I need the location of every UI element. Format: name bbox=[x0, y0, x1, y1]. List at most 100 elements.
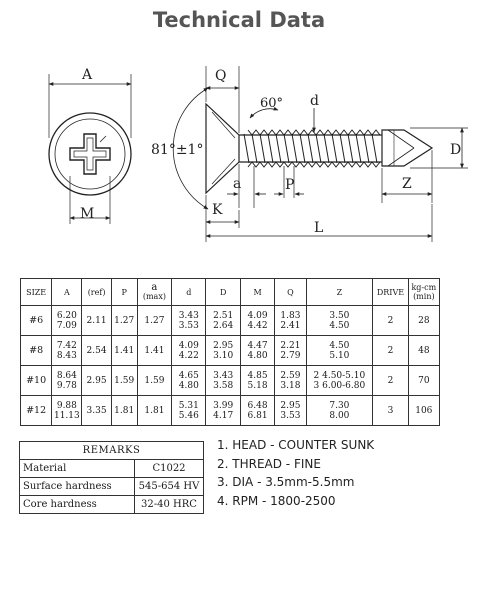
remarks-table: REMARKS Material C1022 Surface hardness … bbox=[19, 441, 204, 514]
cell-torque: 106 bbox=[407, 395, 441, 426]
cell-A-max: 8.43 bbox=[56, 350, 77, 361]
remarks-row-material: Material C1022 bbox=[19, 459, 204, 478]
spec-table-header: SIZE A (ref) P a (max) d D M Q Z DRIVE k… bbox=[19, 278, 441, 306]
cell-A-min: 7.42 bbox=[56, 340, 77, 351]
col-torque-sub: (min) bbox=[413, 292, 435, 301]
spec-table: SIZE A (ref) P a (max) d D M Q Z DRIVE k… bbox=[19, 278, 441, 426]
remarks-header: REMARKS bbox=[19, 441, 204, 460]
cell-ref: 2.95 bbox=[81, 365, 112, 396]
cell-Q-max: 3.53 bbox=[280, 410, 301, 421]
cell-D-max: 3.10 bbox=[213, 350, 234, 361]
cell-D-min: 2.95 bbox=[213, 340, 234, 351]
col-a-diameter: A bbox=[51, 278, 83, 306]
cell-d-min: 4.09 bbox=[178, 340, 199, 351]
col-torque: kg-cm (min) bbox=[407, 278, 441, 306]
cell-Z-min: 3.50 bbox=[329, 310, 350, 321]
col-Z: Z bbox=[305, 278, 374, 306]
remarks-row-surface-hardness: Surface hardness 545-654 HV bbox=[19, 477, 204, 496]
note-diameter: 3. DIA - 3.5mm-5.5mm bbox=[217, 475, 355, 490]
remarks-value: 545-654 HV bbox=[134, 477, 204, 496]
col-M: M bbox=[239, 278, 276, 306]
remarks-label: Core hardness bbox=[19, 495, 135, 514]
remarks-label: Material bbox=[19, 459, 135, 478]
cell-A-min: 9.88 bbox=[56, 400, 77, 411]
cell-d-max: 5.46 bbox=[178, 410, 199, 421]
head-angle-label: 81°±1° bbox=[151, 142, 203, 158]
cell-M-min: 4.85 bbox=[247, 370, 268, 381]
cell-P: 1.27 bbox=[110, 305, 138, 336]
note-rpm: 4. RPM - 1800-2500 bbox=[217, 494, 336, 509]
cell-drive: 3 bbox=[372, 395, 409, 426]
cell-D-min: 3.43 bbox=[213, 370, 234, 381]
cell-torque: 48 bbox=[407, 335, 441, 366]
cell-ref: 2.54 bbox=[81, 335, 112, 366]
col-ref: (ref) bbox=[81, 278, 112, 306]
cell-torque: 70 bbox=[407, 365, 441, 396]
dim-label-a: a bbox=[233, 176, 241, 192]
tip-angle-label: 60° bbox=[260, 96, 283, 111]
cell-a: 1.27 bbox=[136, 305, 173, 336]
cell-M-max: 5.18 bbox=[247, 380, 268, 391]
cell-Z-min: 4.50 bbox=[329, 340, 350, 351]
cell-ref: 2.11 bbox=[81, 305, 112, 336]
col-pitch: P bbox=[110, 278, 138, 306]
cell-Q-min: 2.59 bbox=[280, 370, 301, 381]
cell-Z-drive2: 2 4.50-5.10 bbox=[313, 370, 366, 381]
cell-M-min: 4.09 bbox=[247, 310, 268, 321]
screw-technical-drawing: A M 81°±1° Q 60° d D bbox=[48, 66, 468, 242]
cell-size: #12 bbox=[19, 395, 53, 426]
cell-drive: 2 bbox=[372, 365, 409, 396]
head-angle-arc bbox=[172, 87, 209, 210]
col-D: D bbox=[205, 278, 241, 306]
remarks-value: C1022 bbox=[134, 459, 204, 478]
col-d: d bbox=[171, 278, 207, 306]
dim-label-D: D bbox=[450, 142, 461, 158]
remarks-header-row: REMARKS bbox=[19, 441, 204, 460]
dim-label-K: K bbox=[212, 202, 223, 218]
cell-Z-drive3: 3 6.00-6.80 bbox=[313, 380, 366, 391]
cell-Z-max: 4.50 bbox=[329, 320, 350, 331]
cell-size: #10 bbox=[19, 365, 53, 396]
cell-M-min: 4.47 bbox=[247, 340, 268, 351]
cell-torque: 28 bbox=[407, 305, 441, 336]
cell-P: 1.59 bbox=[110, 365, 138, 396]
cell-D-min: 2.51 bbox=[213, 310, 234, 321]
dim-label-L: L bbox=[314, 220, 323, 236]
cell-D-max: 3.58 bbox=[213, 380, 234, 391]
cell-Z-max: 5.10 bbox=[329, 350, 350, 361]
col-torque-label: kg-cm bbox=[411, 283, 437, 292]
cell-d-min: 3.43 bbox=[178, 310, 199, 321]
cell-A-min: 8.64 bbox=[56, 370, 77, 381]
cell-A-max: 9.78 bbox=[56, 380, 77, 391]
note-thread: 2. THREAD - FINE bbox=[217, 456, 321, 471]
col-a-max-label: a bbox=[151, 282, 158, 293]
tip-angle-arc bbox=[249, 106, 279, 119]
col-a-max-sub: (max) bbox=[142, 292, 166, 301]
cell-D-max: 4.17 bbox=[213, 410, 234, 421]
dim-label-P: P bbox=[285, 177, 294, 193]
cell-A-max: 11.13 bbox=[53, 410, 80, 421]
col-Q: Q bbox=[274, 278, 307, 306]
